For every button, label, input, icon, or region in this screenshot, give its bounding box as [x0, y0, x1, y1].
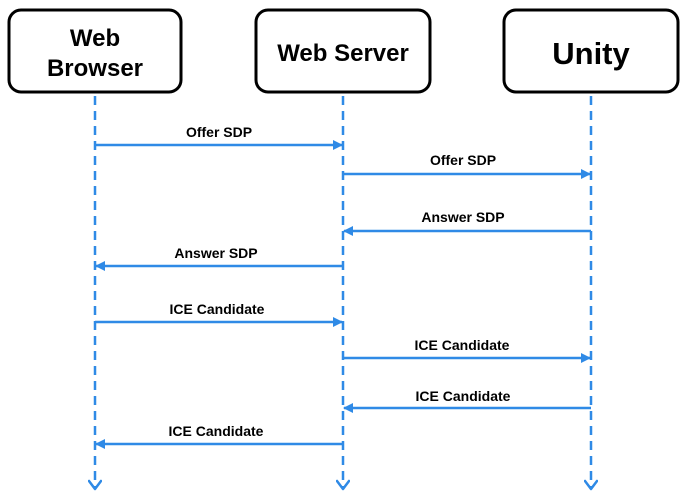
participant-box — [7, 8, 183, 94]
message-answer-sdp-server-to-browser: Answer SDP — [95, 245, 343, 271]
participant-box — [502, 8, 680, 94]
message-label: Offer SDP — [430, 152, 496, 168]
participant-unity: Unity — [502, 8, 680, 94]
message-ice-candidate-browser-to-server: ICE Candidate — [95, 301, 343, 327]
message-label: ICE Candidate — [170, 301, 265, 317]
message-label: ICE Candidate — [416, 388, 511, 404]
message-label: Answer SDP — [421, 209, 504, 225]
message-label: ICE Candidate — [415, 337, 510, 353]
message-label: ICE Candidate — [169, 423, 264, 439]
message-label: Offer SDP — [186, 124, 252, 140]
participant-web-browser: Web Browser — [7, 8, 183, 94]
message-ice-candidate-server-to-unity: ICE Candidate — [343, 337, 591, 363]
message-label: Answer SDP — [174, 245, 257, 261]
participant-web-server: Web Server — [254, 8, 432, 94]
participant-box — [254, 8, 432, 94]
participant-label: Unity — [552, 36, 630, 71]
message-ice-candidate-server-to-browser: ICE Candidate — [95, 423, 343, 449]
participant-label-line-1: Web — [70, 25, 120, 52]
participant-label-line-2: Browser — [47, 55, 143, 82]
participant-label: Web Server — [277, 40, 409, 67]
message-offer-sdp-browser-to-server: Offer SDP — [95, 124, 343, 150]
message-ice-candidate-unity-to-server: ICE Candidate — [343, 388, 591, 413]
message-offer-sdp-server-to-unity: Offer SDP — [343, 152, 591, 179]
message-answer-sdp-unity-to-server: Answer SDP — [343, 209, 591, 236]
